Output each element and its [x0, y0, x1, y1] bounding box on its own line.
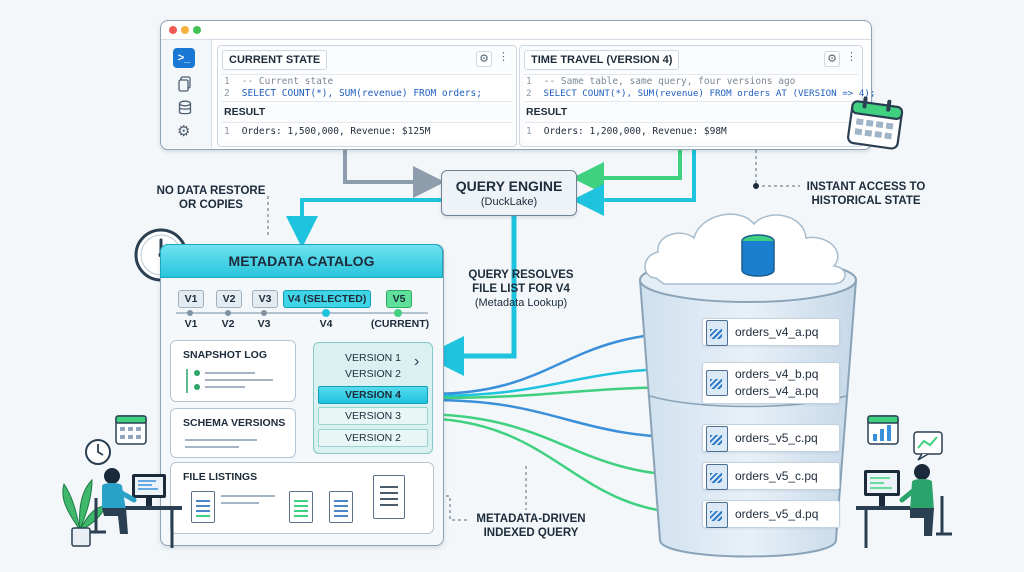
result-label: RESULT [224, 106, 266, 118]
version-list-item[interactable]: VERSION 3 [318, 407, 428, 425]
arrow-engine-to-version-list [424, 214, 517, 376]
sql-code-block[interactable]: 1 -- Same table, same query, four versio… [524, 74, 875, 102]
chevron-right-icon[interactable]: › [414, 353, 420, 370]
version-chip-v5[interactable]: V5 [386, 290, 412, 308]
version-chip-v2[interactable]: V2 [216, 290, 242, 308]
engine-title: QUERY ENGINE [455, 178, 563, 194]
version-chip-v1[interactable]: V1 [178, 290, 204, 308]
snapshot-log-title: SNAPSHOT LOG [183, 349, 268, 361]
timeline-label-v4: V4 [319, 318, 333, 330]
window-titlebar [161, 21, 871, 40]
panel-settings-gear-icon[interactable]: ⚙ [476, 51, 492, 67]
database-icon [741, 234, 775, 277]
version-timeline [176, 309, 428, 317]
parquet-file-icon [706, 370, 728, 396]
calendar-icon [846, 96, 904, 150]
document-icon [191, 491, 215, 523]
timeline-nodes-icon [186, 369, 273, 393]
panel-menu-icon[interactable]: ⋮ [846, 51, 857, 63]
snapshot-log-box[interactable]: SNAPSHOT LOG [170, 340, 296, 402]
minimize-window-button[interactable] [181, 26, 189, 34]
parquet-file[interactable]: orders_v5_d.pq [702, 500, 840, 528]
tab-time-travel[interactable]: TIME TRAVEL (VERSION 4) [524, 50, 680, 70]
result-row: 1 Orders: 1,500,000, Revenue: $125M [222, 122, 512, 141]
panel-current-state: CURRENT STATE ⚙ ⋮ 1 -- Current state 2 S… [217, 45, 517, 147]
sql-code-block[interactable]: 1 -- Current state 2 SELECT COUNT(*), SU… [222, 74, 512, 102]
code-line-2: 2 SELECT COUNT(*), SUM(revenue) FROM ord… [526, 88, 876, 99]
timeline-label-current: (CURRENT) [370, 318, 430, 330]
engine-subtitle: (DuckLake) [480, 196, 538, 208]
timeline-label-v2: V2 [221, 318, 235, 330]
document-icon [329, 491, 353, 523]
text-lines-icon [185, 439, 257, 448]
document-icon [289, 491, 313, 523]
terminal-icon[interactable]: >_ [173, 48, 195, 68]
schema-versions-box[interactable]: SCHEMA VERSIONS [170, 408, 296, 458]
arrow-timetravel-to-engine-1 [572, 148, 682, 194]
file-listings-title: FILE LISTINGS [183, 471, 258, 483]
document-icon [373, 475, 405, 519]
settings-gear-icon[interactable]: ⚙ [177, 123, 191, 140]
panel-time-travel: TIME TRAVEL (VERSION 4) ⚙ ⋮ 1 -- Same ta… [519, 45, 875, 147]
parquet-file[interactable]: orders_v5_c.pq [702, 462, 840, 490]
version-list-item[interactable]: VERSION 2 [344, 368, 402, 380]
parquet-file-icon [706, 320, 728, 346]
close-window-button[interactable] [169, 26, 177, 34]
timeline-label-v1: V1 [184, 318, 198, 330]
text-lines-icon [221, 495, 275, 504]
arrow-current-to-engine [343, 148, 445, 198]
timeline-label-v3: V3 [257, 318, 271, 330]
file-listings-box[interactable]: FILE LISTINGS [170, 462, 434, 534]
parquet-file-icon [706, 464, 728, 490]
version-list: VERSION 1 VERSION 2 › VERSION 4 VERSION … [313, 342, 433, 454]
version-chip-v3[interactable]: V3 [252, 290, 278, 308]
panel-menu-icon[interactable]: ⋮ [498, 51, 509, 63]
code-line-1: 1 -- Same table, same query, four versio… [526, 76, 796, 87]
maximize-window-button[interactable] [193, 26, 201, 34]
code-line-2: 2 SELECT COUNT(*), SUM(revenue) FROM ord… [224, 88, 482, 99]
code-line-1: 1 -- Current state [224, 76, 334, 87]
tab-current-state[interactable]: CURRENT STATE [222, 50, 328, 70]
schema-versions-title: SCHEMA VERSIONS [183, 417, 286, 429]
panel-settings-gear-icon[interactable]: ⚙ [824, 51, 840, 67]
parquet-file[interactable]: orders_v4_a.pq [702, 318, 840, 346]
result-label: RESULT [526, 106, 568, 118]
database-icon[interactable] [177, 100, 193, 116]
version-list-item-selected[interactable]: VERSION 4 [318, 386, 428, 404]
editor-sidebar: >_ ⚙ [161, 40, 212, 148]
arrow-timetravel-to-engine-2 [572, 148, 696, 216]
copy-icon[interactable] [177, 76, 193, 92]
query-engine-box: QUERY ENGINE (DuckLake) [441, 170, 577, 216]
arrow-engine-to-catalog [286, 198, 441, 248]
sql-editor-window: >_ ⚙ CURRENT STATE ⚙ ⋮ 1 -- Current stat… [160, 20, 875, 150]
result-row: 1 Orders: 1,200,000, Revenue: $98M [524, 122, 858, 141]
parquet-file[interactable]: orders_v5_c.pq [702, 424, 840, 452]
catalog-title: METADATA CATALOG [160, 244, 443, 278]
parquet-file-icon [706, 502, 728, 528]
person-at-desk-left-illustration [62, 415, 182, 548]
arrow-v3-to-file6 [415, 416, 705, 524]
version-list-item[interactable]: VERSION 1 [344, 352, 402, 364]
parquet-file-icon [706, 426, 728, 452]
person-at-desk-right-illustration [856, 415, 952, 548]
version-chip-v4-selected[interactable]: V4 (SELECTED) [283, 290, 371, 308]
version-list-item[interactable]: VERSION 2 [318, 429, 428, 447]
